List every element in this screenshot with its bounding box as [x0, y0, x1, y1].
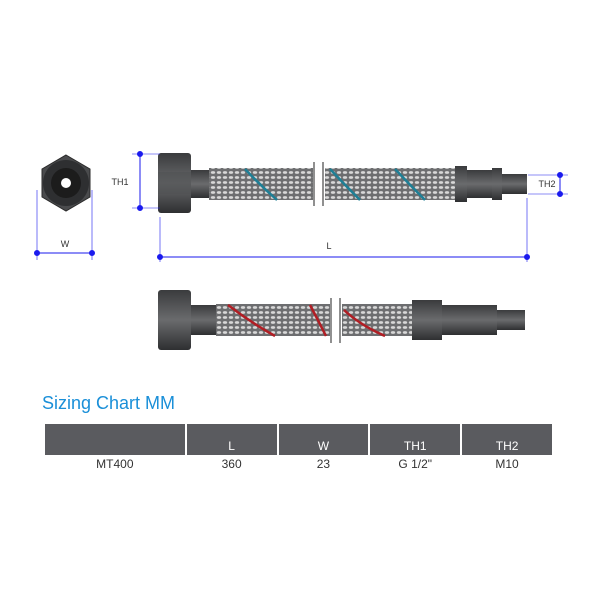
- l-dimension: [157, 198, 530, 262]
- table-header-row: L W TH1 TH2: [45, 424, 552, 455]
- th1-dimension: [132, 151, 160, 211]
- header-th1: TH1: [370, 424, 461, 455]
- w-label: W: [60, 239, 70, 249]
- hose-bottom: [158, 290, 525, 350]
- table-row: MT400 360 23 G 1/2" M10: [45, 455, 552, 472]
- sizing-chart-title: Sizing Chart MM: [42, 393, 176, 413]
- th2-label: TH2: [538, 179, 556, 189]
- cell-l: 360: [221, 457, 242, 471]
- cell-th2: M10: [495, 457, 519, 471]
- sizing-chart-table: L W TH1 TH2 MT400 360 23 G 1/2" M10: [43, 424, 554, 472]
- l-label: L: [326, 241, 332, 251]
- header-model: [45, 424, 185, 455]
- w-dimension: [34, 190, 95, 260]
- header-th2: TH2: [462, 424, 552, 455]
- th1-label: TH1: [111, 177, 129, 187]
- cell-th1: G 1/2": [398, 457, 433, 471]
- th2-dimension: [528, 172, 568, 197]
- hose-top: [158, 153, 527, 213]
- cell-model: MT400: [96, 457, 134, 471]
- end-view-hex-nut: [41, 154, 91, 212]
- header-l: L: [186, 424, 277, 455]
- cell-w: 23: [316, 457, 331, 471]
- header-w: W: [278, 424, 369, 455]
